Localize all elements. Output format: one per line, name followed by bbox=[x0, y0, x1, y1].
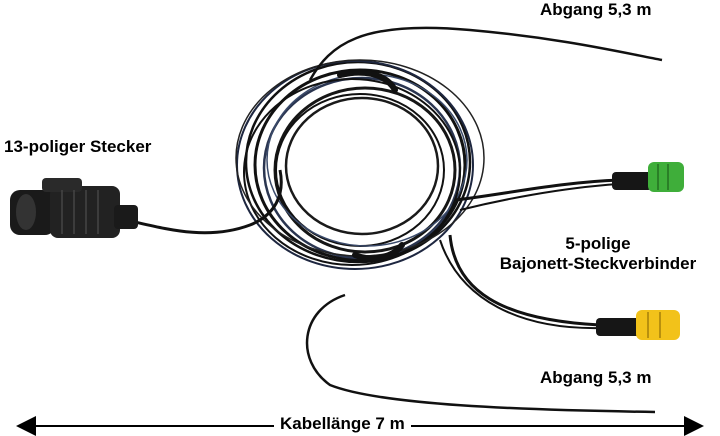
plug-label: 13-poliger Stecker bbox=[4, 137, 152, 156]
green-bayonet-connector-icon bbox=[612, 162, 684, 192]
13-pin-plug-icon bbox=[10, 178, 138, 238]
connector-label-line2: Bajonett-Steckverbinder bbox=[499, 254, 697, 273]
bottom-outlet-cable bbox=[305, 293, 656, 414]
connector-label-line1: 5-polige bbox=[565, 234, 631, 253]
top-outlet-label: Abgang 5,3 m bbox=[540, 0, 652, 19]
connector-label: 5-polige Bajonett-Steckverbinder bbox=[478, 234, 718, 274]
yellow-bayonet-connector-icon bbox=[596, 310, 680, 340]
plug-cable bbox=[134, 169, 283, 235]
cable-length-label: Kabellänge 7 m bbox=[274, 414, 411, 434]
green-connector-cable bbox=[454, 178, 621, 202]
yellow-connector-cable bbox=[448, 234, 601, 327]
top-outlet-cable bbox=[308, 26, 663, 81]
bottom-outlet-label: Abgang 5,3 m bbox=[540, 368, 652, 387]
cable-coil bbox=[235, 59, 485, 270]
